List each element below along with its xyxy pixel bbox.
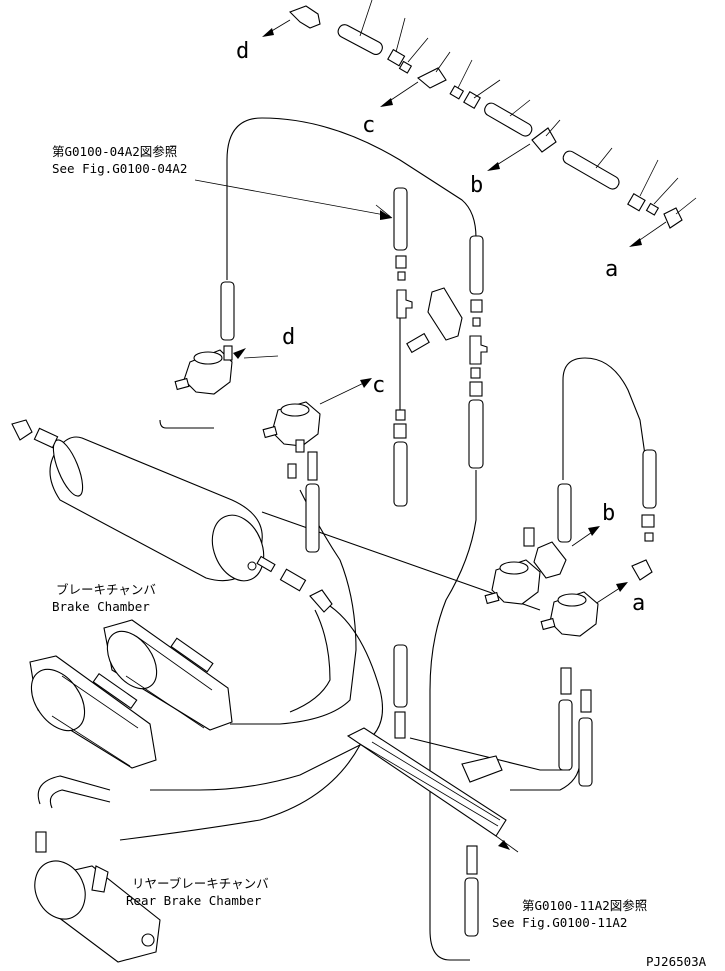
callout-d-mid: d (282, 325, 295, 350)
ref-top-en: See Fig.G0100-04A2 (52, 161, 187, 176)
brake-chamber-en: Brake Chamber (52, 599, 150, 614)
tee-fitting-c (406, 287, 463, 354)
rear-brake-chamber-en: Rear Brake Chamber (126, 893, 262, 908)
air-tank (11, 419, 333, 613)
callout-a-mid: a (632, 591, 645, 616)
callout-b-mid: b (602, 501, 615, 526)
ref-bottom-en: See Fig.G0100-11A2 (492, 915, 627, 930)
ref-top-ja: 第G0100-04A2図参照 (52, 144, 177, 159)
leader-lines (359, 0, 697, 215)
callout-d-top: d (236, 39, 249, 64)
brake-chamber-ja: ブレーキチャンバ (56, 582, 156, 597)
callout-b-top: b (470, 173, 483, 198)
relay-valve-b (484, 527, 567, 605)
drawing-code: PJ26503A (646, 954, 707, 969)
callout-arrows (194, 19, 667, 853)
vertical-pipes (220, 187, 657, 937)
relay-valve-d (174, 345, 233, 395)
callout-c-top: c (362, 113, 375, 138)
rear-brake-chamber (34, 775, 161, 963)
brake-chamber-upper (103, 619, 233, 731)
callout-a-top: a (605, 257, 618, 282)
rear-brake-chamber-ja: リヤーブレーキチャンバ (132, 876, 269, 891)
relay-valve-a (540, 559, 653, 637)
callout-c-mid: c (372, 373, 385, 398)
relay-valve-c (262, 401, 321, 479)
brake-chamber-lower (29, 655, 157, 769)
mounting-bracket (346, 727, 507, 837)
ref-bottom-ja: 第G0100-11A2図参照 (522, 898, 647, 913)
top-pipe-chain (289, 5, 683, 229)
